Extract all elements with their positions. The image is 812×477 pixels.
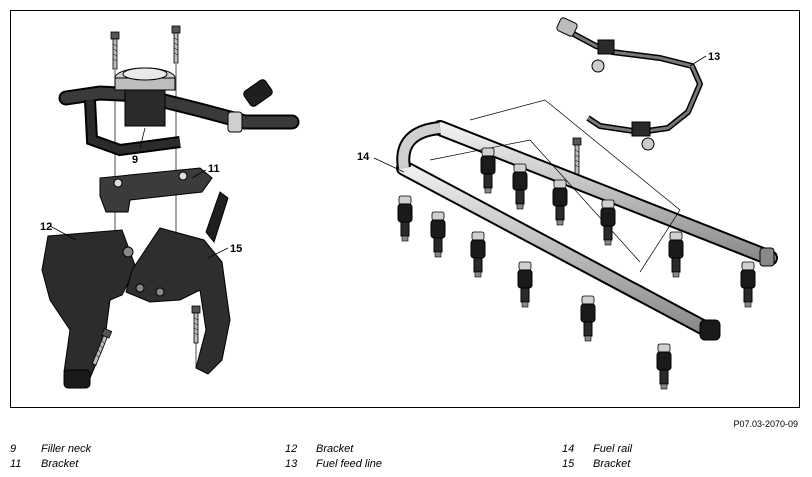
legend-text: Bracket xyxy=(593,457,631,470)
legend-item: 9 Filler neck xyxy=(10,441,91,456)
bolt-left-top xyxy=(110,31,120,70)
legend-item: 13 Fuel feed line xyxy=(285,456,382,471)
callout-12: 12 xyxy=(40,221,52,233)
legend-column-2: 12 Bracket 13 Fuel feed line xyxy=(285,441,382,471)
fuel-rail-assembly xyxy=(396,17,778,390)
legend-number: 13 xyxy=(285,457,298,470)
bolt-right-top xyxy=(171,25,181,64)
figure-reference: P07.03-2070-09 xyxy=(733,419,798,429)
legend-item: 12 Bracket xyxy=(285,441,382,456)
legend-text: Bracket xyxy=(41,457,79,470)
callout-15: 15 xyxy=(230,243,242,255)
legend-column-3: 14 Fuel rail 15 Bracket xyxy=(562,441,632,471)
exploded-parts-diagram: 9 11 12 15 13 14 xyxy=(40,17,778,390)
filler-neck-assembly xyxy=(41,25,300,389)
legend-number: 12 xyxy=(285,442,298,455)
legend-text: Filler neck xyxy=(41,442,92,455)
bolt-bracket-15 xyxy=(191,305,201,344)
legend-item: 11 Bracket xyxy=(10,456,91,471)
legend-text: Fuel feed line xyxy=(316,457,383,470)
legend-item: 15 Bracket xyxy=(562,456,632,471)
legend-column-1: 9 Filler neck 11 Bracket xyxy=(10,441,91,471)
callout-13: 13 xyxy=(708,51,720,63)
legend-number: 9 xyxy=(10,442,17,455)
callout-11: 11 xyxy=(208,163,220,175)
legend-text: Bracket xyxy=(316,442,354,455)
rail-bolt-upper xyxy=(572,137,582,176)
callout-9: 9 xyxy=(132,154,138,166)
legend-text: Fuel rail xyxy=(593,442,633,455)
callout-14: 14 xyxy=(357,151,370,163)
legend-number: 14 xyxy=(562,442,575,455)
legend-number: 15 xyxy=(562,457,575,470)
legend-number: 11 xyxy=(10,457,22,470)
legend-item: 14 Fuel rail xyxy=(562,441,632,456)
